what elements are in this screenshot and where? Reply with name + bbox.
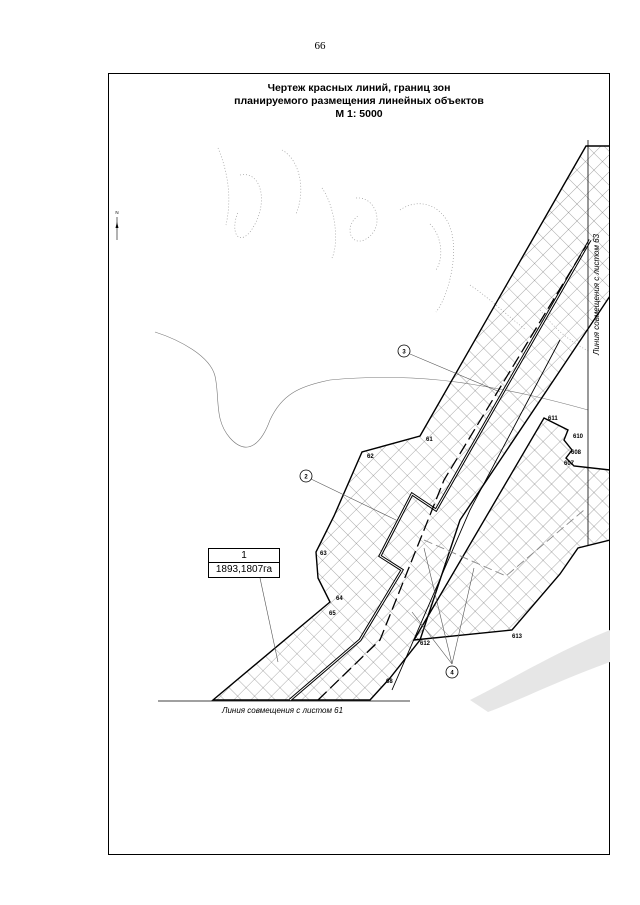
point-608: 608 bbox=[571, 450, 582, 456]
point-62: 62 bbox=[367, 454, 374, 460]
title-line-2: планируемого размещения линейных объекто… bbox=[234, 95, 484, 107]
point-65: 65 bbox=[329, 611, 336, 617]
drawing-frame bbox=[108, 73, 610, 855]
callout-leaders bbox=[259, 353, 501, 665]
point-64: 64 bbox=[336, 596, 343, 602]
hatched-zones bbox=[211, 145, 610, 701]
area-label-box: 1 1893,1807га bbox=[208, 548, 280, 578]
callout-circle-1: 3 bbox=[397, 344, 411, 358]
zone-main bbox=[211, 145, 610, 701]
stippled-area bbox=[470, 630, 610, 712]
callout-label: 4 bbox=[450, 671, 454, 677]
point-613: 613 bbox=[512, 634, 523, 640]
area-value: 1893,1807га bbox=[209, 562, 279, 576]
point-611: 611 bbox=[548, 416, 558, 422]
title-scale: М 1: 5000 bbox=[335, 108, 383, 120]
callout-label: 2 bbox=[304, 475, 308, 481]
point-607: 607 bbox=[564, 461, 575, 467]
north-arrow-icon: N bbox=[115, 210, 119, 240]
join-text-bottom: Линия совмещения с листом 61 bbox=[222, 706, 344, 715]
linear-object bbox=[289, 239, 592, 702]
join-text-right: Линия совмещения с листом 63 bbox=[592, 233, 601, 356]
callout-circle-4: 4 bbox=[445, 665, 459, 679]
point-63: 63 bbox=[320, 551, 327, 557]
point-61: 61 bbox=[426, 437, 433, 443]
area-number: 1 bbox=[241, 550, 247, 561]
title-line-1: Чертеж красных линий, границ зон bbox=[267, 82, 451, 94]
drawing-title: Чертеж красных линий, границ зон планиру… bbox=[108, 82, 610, 121]
point-68: 68 bbox=[386, 679, 393, 685]
callout-circle-2: 2 bbox=[299, 469, 313, 483]
callout-label: 3 bbox=[402, 350, 406, 356]
point-612: 612 bbox=[420, 641, 431, 647]
page-number: 66 bbox=[314, 40, 326, 52]
zone-secondary bbox=[412, 417, 610, 641]
point-labels: 61 62 63 64 65 68 611 610 608 607 612 61… bbox=[320, 416, 584, 685]
north-arrow-label: N bbox=[115, 210, 118, 215]
point-610: 610 bbox=[573, 434, 584, 440]
